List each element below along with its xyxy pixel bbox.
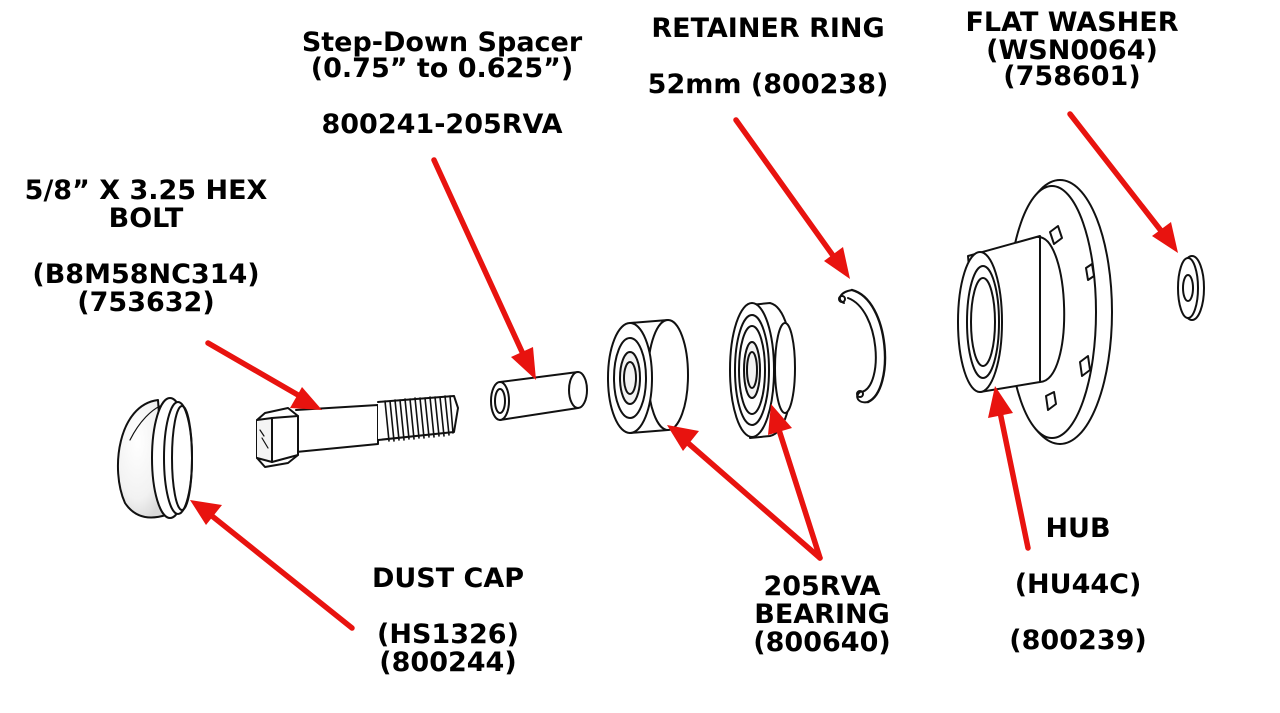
arrow-bearing-2 bbox=[768, 404, 823, 561]
label-spacer-line1: Step-Down Spacer bbox=[301, 27, 583, 58]
label-washer-line2: (WSN0064) bbox=[986, 35, 1158, 66]
spacer-part bbox=[490, 371, 588, 421]
label-bolt-line4: (753632) bbox=[77, 287, 215, 318]
label-dustcap-line1: DUST CAP bbox=[371, 563, 525, 594]
arrow-bearing-1 bbox=[667, 425, 823, 561]
label-hub: HUB (HU44C) (800239) bbox=[1009, 514, 1146, 656]
label-spacer: Step-Down Spacer (0.75” to 0.625”) 80024… bbox=[302, 28, 582, 140]
label-bearing-line1: 205RVA bbox=[763, 571, 881, 602]
arrow-dustcap bbox=[190, 500, 355, 631]
label-retainer: RETAINER RING 52mm (800238) bbox=[648, 14, 889, 100]
label-retainer-line1: RETAINER RING bbox=[651, 13, 885, 44]
label-hub-line3: (800239) bbox=[1009, 625, 1147, 656]
arrow-hub bbox=[988, 386, 1031, 551]
label-dustcap-line2: (HS1326) bbox=[377, 619, 519, 650]
label-hub-line1: HUB bbox=[1045, 513, 1111, 544]
flat-washer-part bbox=[1177, 255, 1205, 321]
bearing-outer-part bbox=[607, 319, 689, 434]
label-bearing: 205RVA BEARING (800640) bbox=[753, 572, 890, 658]
label-bolt-line3: (B8M58NC314) bbox=[32, 259, 260, 290]
label-spacer-line3: 800241-205RVA bbox=[321, 109, 563, 140]
hex-bolt-part bbox=[256, 395, 459, 468]
label-dustcap: DUST CAP (HS1326) (800244) bbox=[372, 564, 524, 678]
label-washer-line1: FLAT WASHER bbox=[965, 7, 1179, 38]
label-retainer-line2: 52mm (800238) bbox=[647, 69, 889, 100]
arrow-spacer bbox=[431, 157, 536, 380]
arrow-washer bbox=[1067, 111, 1178, 253]
label-dustcap-line3: (800244) bbox=[379, 647, 517, 678]
arrow-bolt bbox=[205, 340, 322, 410]
label-hub-line2: (HU44C) bbox=[1014, 569, 1142, 600]
label-bolt: 5/8” X 3.25 HEX BOLT (B8M58NC314) (75363… bbox=[25, 176, 268, 318]
label-bolt-line1: 5/8” X 3.25 HEX bbox=[24, 175, 268, 206]
label-bolt-line2: BOLT bbox=[108, 203, 184, 234]
arrow-retainer bbox=[733, 117, 850, 279]
bearing-inner-part bbox=[729, 302, 796, 439]
label-bearing-line2: BEARING bbox=[754, 599, 890, 630]
dust-cap-part bbox=[117, 397, 193, 519]
label-washer-line3: (758601) bbox=[1003, 61, 1141, 92]
hub-part bbox=[957, 179, 1113, 445]
label-bearing-line3: (800640) bbox=[753, 627, 891, 658]
retainer-ring-part bbox=[838, 288, 887, 404]
label-spacer-line2: (0.75” to 0.625”) bbox=[310, 53, 574, 84]
label-washer: FLAT WASHER (WSN0064) (758601) bbox=[965, 8, 1178, 92]
